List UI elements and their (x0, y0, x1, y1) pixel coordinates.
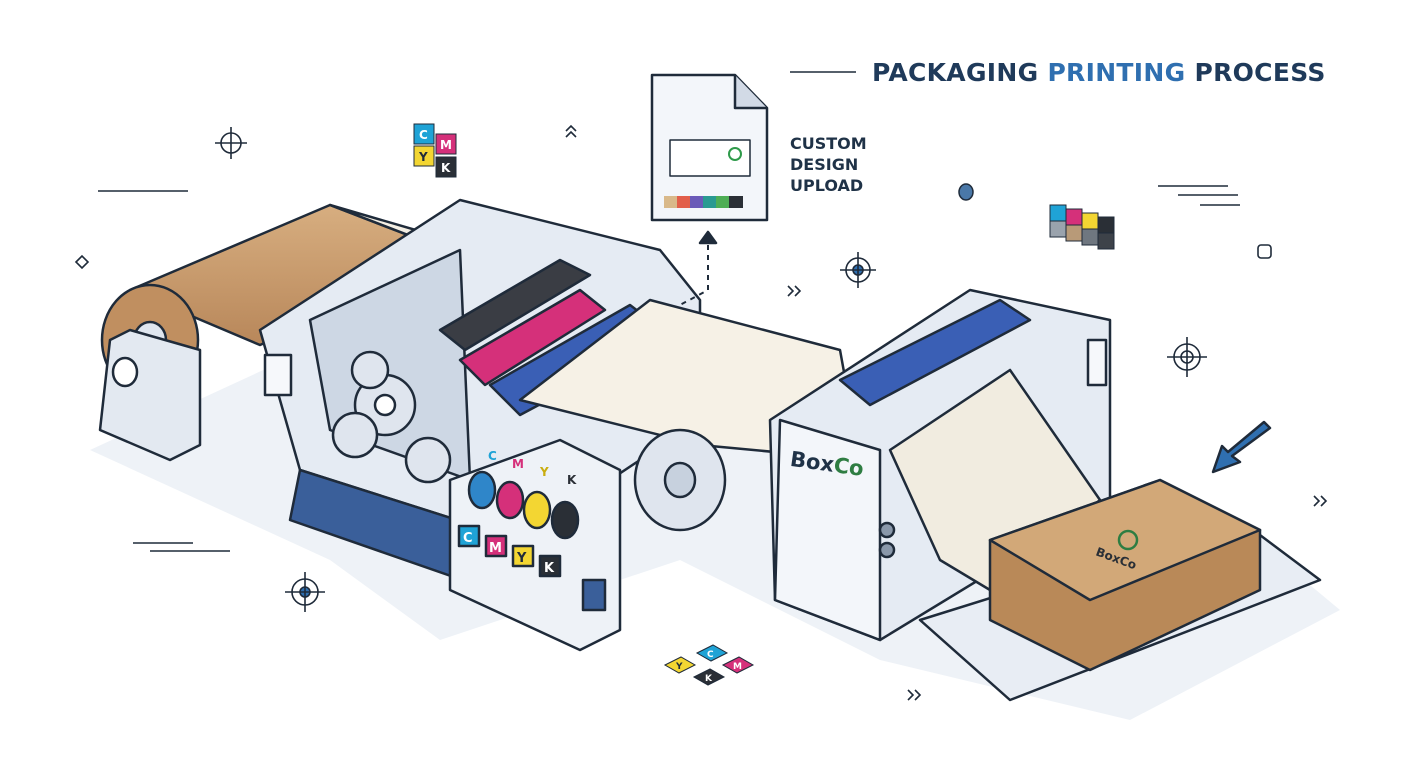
kraft-paper-roll (98, 203, 462, 462)
svg-text:Y: Y (539, 465, 549, 479)
svg-text:C: C (463, 531, 473, 546)
cmyk-tile-k (538, 554, 562, 578)
arrow-down-left-icon (1211, 420, 1272, 474)
ink-cup-cyan (467, 470, 497, 510)
svg-text:C: C (488, 449, 497, 463)
chevron-right-icon (787, 285, 802, 297)
roller-magenta (458, 288, 607, 387)
speed-lines (133, 542, 230, 552)
control-keypad (263, 353, 293, 397)
diamond-icon (74, 254, 90, 270)
cmyk-k-label: K (441, 161, 451, 175)
cmyk-c-label: C (419, 128, 428, 142)
arrow-up-icon (698, 230, 718, 245)
cmyk-block-top: C M Y K (413, 123, 457, 178)
cmyk-tile-m (484, 534, 508, 558)
svg-text:K: K (567, 473, 577, 487)
flattened-box-stack (988, 478, 1262, 672)
square-icon (1257, 244, 1272, 259)
svg-text:M: M (512, 457, 524, 471)
gear (350, 350, 390, 390)
design-file-icon (650, 73, 769, 222)
crosshair-icon (285, 572, 325, 612)
dot-icon (958, 183, 974, 201)
crosshair-icon (1167, 337, 1207, 377)
cmyk-tile-c (457, 524, 481, 548)
control-keypad-right (1086, 338, 1108, 387)
crosshair-icon (840, 252, 876, 288)
gear (404, 436, 452, 484)
ink-station (448, 438, 622, 652)
svg-text:M: M (733, 662, 742, 672)
speed-lines (1158, 185, 1240, 206)
cmyk-block-bottom: C M Y K (663, 644, 755, 686)
svg-text:C: C (707, 650, 714, 660)
roller-black (438, 258, 592, 352)
roller-blue-right (838, 298, 1032, 407)
svg-text:Y: Y (675, 662, 683, 672)
upload-label: CUSTOM DESIGN UPLOAD (790, 134, 867, 195)
chevron-up-icon (565, 124, 577, 138)
svg-text:K: K (544, 561, 555, 576)
page-title: PACKAGING PRINTING PROCESS (872, 58, 1326, 87)
ink-cup-magenta (495, 480, 525, 520)
chevron-right-icon (907, 689, 922, 701)
cmyk-tile-y (511, 544, 535, 568)
cmyk-m-label: M (440, 138, 452, 152)
ink-cup-black (550, 500, 580, 540)
chevron-right-icon (1313, 495, 1328, 507)
cmyk-y-label: Y (418, 150, 428, 164)
upload-path (679, 235, 709, 306)
svg-text:K: K (705, 674, 713, 684)
gear (331, 411, 379, 459)
ink-cup-yellow (522, 490, 552, 530)
svg-text:Y: Y (516, 551, 527, 566)
crosshair-icon (215, 127, 247, 159)
svg-text:M: M (489, 541, 502, 556)
color-swatch-strip (1049, 204, 1115, 250)
